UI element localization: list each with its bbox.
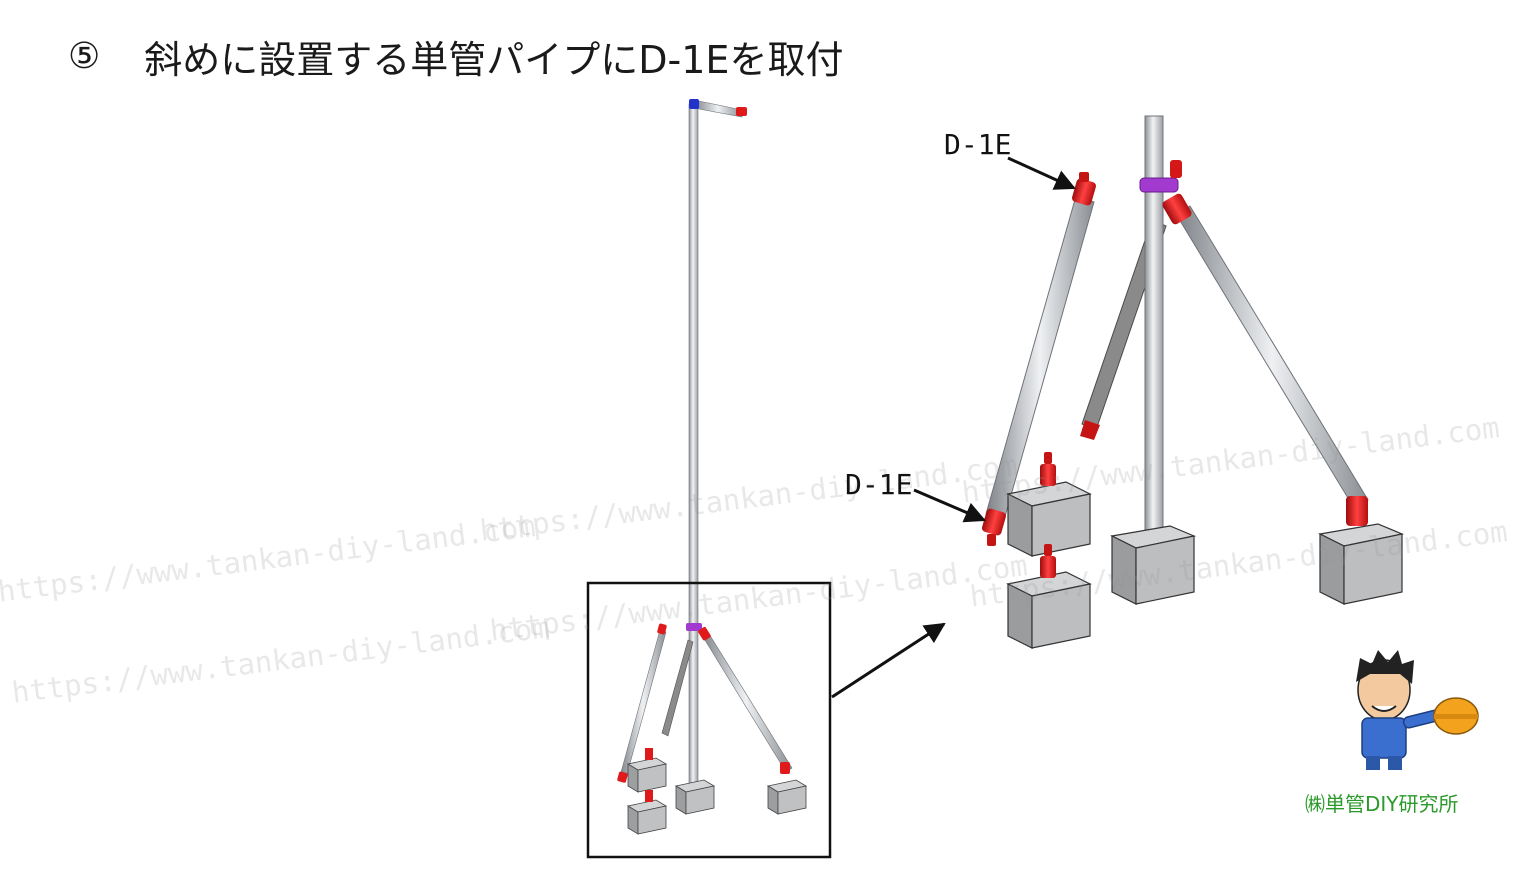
- detail-clamp: [1139, 177, 1179, 193]
- page-title: ⑤ 斜めに設置する単管パイプにD-1Eを取付: [68, 28, 843, 84]
- detail-right-brace: [1175, 205, 1369, 509]
- overview-top-cap: [689, 99, 699, 109]
- zoom-arrow: [831, 622, 946, 699]
- detail-block-right: [1318, 523, 1405, 605]
- worker-mascot-icon: [1356, 650, 1479, 770]
- detail-block-left-upper: [1006, 452, 1092, 557]
- overview-block-left-lower: [626, 790, 668, 835]
- overview-top-arm: [693, 99, 743, 118]
- overview-clamp: [686, 623, 702, 631]
- detail-brace-fitting-bottom: [1346, 496, 1368, 526]
- overview-back-brace: [661, 639, 694, 737]
- detail-block-left-lower: [1006, 544, 1092, 649]
- overview-arm-end: [736, 107, 747, 116]
- overview-block-right: [766, 779, 808, 815]
- step-number: ⑤: [68, 35, 101, 77]
- callout-label-lower: D-1E: [845, 468, 913, 501]
- detail-d1e-bottom-fitting: [982, 508, 1006, 536]
- overview-loose-fitting-top: [657, 623, 667, 635]
- overview-assembly: [617, 99, 808, 835]
- detail-block-center: [1110, 525, 1197, 605]
- callout-label-upper: D-1E: [944, 128, 1012, 161]
- detail-d1e-top-fitting: [1072, 178, 1096, 206]
- overview-loose-fitting-bottom: [617, 771, 628, 783]
- overview-right-brace: [699, 628, 793, 773]
- zoom-frame: [586, 581, 832, 859]
- overview-brace-fitting-bottom: [780, 762, 790, 774]
- overview-loose-pipe: [619, 629, 667, 779]
- overview-vertical-pipe: [688, 103, 699, 785]
- overview-block-left-upper: [626, 748, 668, 793]
- detail-assembly: [982, 115, 1405, 649]
- detail-brace-fitting-top: [1162, 193, 1192, 225]
- callout-arrow-lower: [913, 488, 986, 523]
- step-title-text: 斜めに設置する単管パイプにD-1Eを取付: [144, 37, 844, 82]
- callout-arrow-upper: [1007, 156, 1076, 190]
- company-name: ㈱単管DIY研究所: [1305, 792, 1459, 816]
- overview-brace-fitting-top: [698, 627, 711, 641]
- overview-block-center: [674, 779, 716, 815]
